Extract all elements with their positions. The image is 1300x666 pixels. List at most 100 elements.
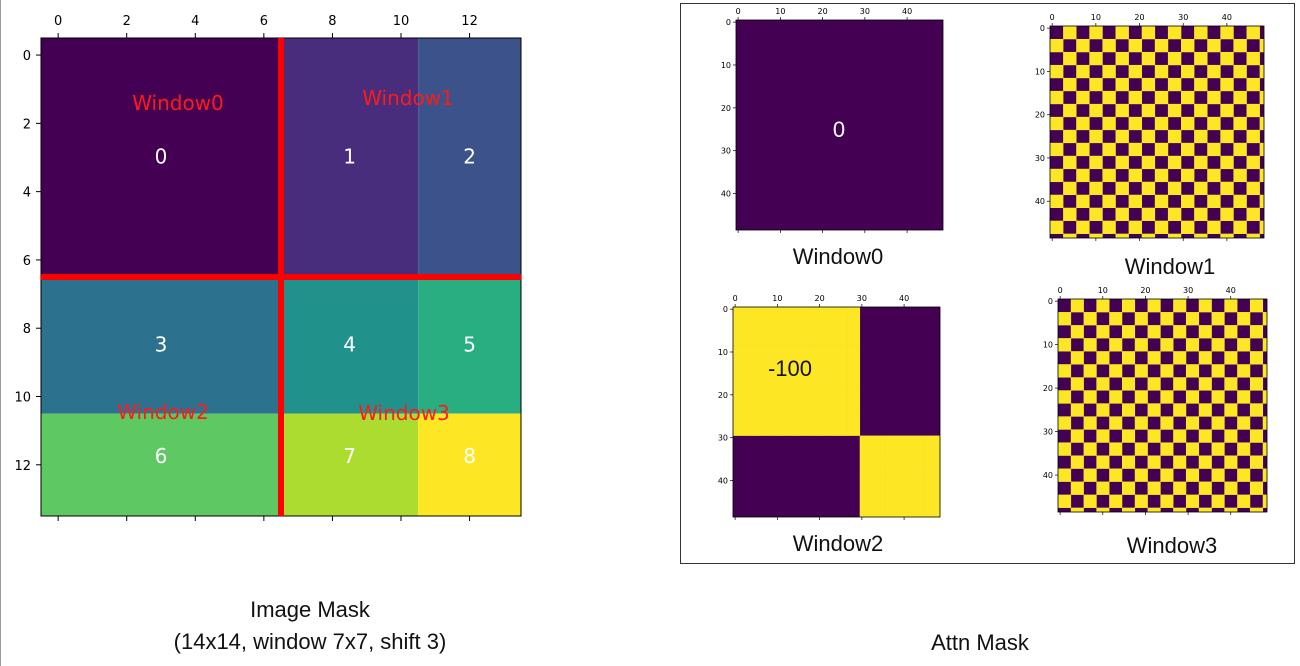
attn-cell [1096, 507, 1110, 513]
attn-cell [733, 307, 746, 321]
attn-panel-title-1: Window1 [1125, 254, 1215, 279]
region-0 [41, 38, 281, 277]
attn-cell [1246, 77, 1260, 92]
left-border [0, 0, 1, 666]
attn-cell [935, 487, 941, 501]
attn-cell [1147, 481, 1161, 495]
attn-cell [834, 319, 848, 334]
attn-cell [1173, 403, 1187, 417]
attn-cell [1160, 338, 1174, 352]
attn-panel-title-0: Window0 [793, 244, 883, 269]
attn-x-tick-label: 0 [736, 7, 741, 16]
attn-y-tick-label: 20 [1035, 111, 1045, 120]
attn-cell [1185, 390, 1200, 404]
attn-cell [847, 345, 861, 359]
attn-cell [1121, 377, 1136, 391]
attn-cell [745, 307, 759, 321]
attn-cell [847, 422, 861, 436]
attn-cell [745, 319, 759, 334]
attn-cell [758, 307, 772, 321]
attn-cell [1089, 155, 1103, 170]
attn-cell [1211, 312, 1225, 326]
attn-cell [885, 512, 899, 518]
attn-cell [834, 384, 848, 398]
attn-cell [885, 499, 899, 514]
attn-cell [783, 319, 797, 334]
attn-cell [1089, 77, 1103, 92]
attn-cell [1237, 364, 1251, 378]
region-7 [281, 413, 419, 516]
attn-cell [897, 474, 911, 488]
attn-cell [1259, 64, 1265, 79]
attn-cell [1128, 38, 1143, 53]
attn-cell [1083, 312, 1097, 326]
attn-cell [1050, 64, 1064, 79]
attn-y-tick-label: 40 [1035, 197, 1045, 206]
attn-cell [935, 512, 941, 518]
attn-cell [872, 499, 886, 514]
attn-cell [1089, 129, 1103, 144]
attn-cell [1076, 38, 1090, 53]
attn-cell [1121, 507, 1136, 513]
attn-cell [796, 345, 810, 359]
attn-cell [821, 384, 835, 398]
region-6 [41, 413, 281, 516]
attn-cell [809, 422, 823, 436]
attn-cell [1070, 403, 1084, 417]
attn-cell [758, 371, 772, 385]
attn-cell [771, 345, 784, 359]
attn-cell [809, 332, 823, 346]
attn-x-tick-label: 0 [1050, 13, 1055, 22]
attn-cell [834, 371, 848, 385]
attn-cell [733, 409, 746, 424]
attn-cell [745, 358, 759, 372]
attn-y-tick-label: 0 [723, 305, 728, 314]
attn-cell [1141, 51, 1156, 66]
attn-cell [1246, 129, 1260, 144]
attn-cell [1211, 338, 1225, 352]
attn-cell [923, 448, 937, 462]
attn-cell [1063, 51, 1077, 66]
attn-cell [1058, 338, 1072, 352]
attn-cell [897, 461, 911, 475]
attn-cell [1058, 442, 1072, 456]
region-4 [281, 277, 419, 414]
attn-cell [1063, 207, 1077, 221]
attn-cell [910, 474, 924, 488]
attn-cell [1185, 494, 1200, 508]
attn-cell [1262, 312, 1268, 326]
attn-cell [847, 319, 861, 334]
attn-cell [1167, 103, 1182, 118]
attn-cell [1141, 207, 1156, 221]
attn-cell [1141, 77, 1156, 92]
attn-cell [1207, 142, 1221, 157]
attn-panel-frame [735, 19, 944, 231]
attn-cell [847, 358, 861, 372]
attn-panel-annotation-0: 0 [833, 117, 845, 142]
attn-cell [1167, 129, 1182, 144]
attn-cell [771, 371, 784, 385]
attn-cell [1224, 299, 1238, 313]
attn-cell [1058, 494, 1072, 508]
attn-cell [872, 487, 886, 501]
attn-cell [771, 307, 784, 321]
attn-cell [1237, 442, 1251, 456]
attn-cell [1211, 364, 1225, 378]
attn-cell [1249, 351, 1264, 365]
attn-cell [1070, 351, 1084, 365]
attn-cell [1259, 142, 1265, 157]
attn-cell [872, 512, 886, 518]
attn-cell [1246, 103, 1260, 118]
attn-cell [1063, 155, 1077, 170]
attn-cell [872, 461, 886, 475]
attn-cell [783, 384, 797, 398]
attn-x-tick-label: 40 [1226, 286, 1236, 295]
attn-cell [1160, 468, 1174, 482]
attn-cell [1160, 312, 1174, 326]
attn-cell [1233, 220, 1247, 234]
attn-cell [1102, 90, 1116, 105]
attn-cell [1121, 403, 1136, 417]
attn-cell [1185, 442, 1200, 456]
attn-cell [1249, 481, 1264, 495]
region-8 [418, 413, 521, 516]
